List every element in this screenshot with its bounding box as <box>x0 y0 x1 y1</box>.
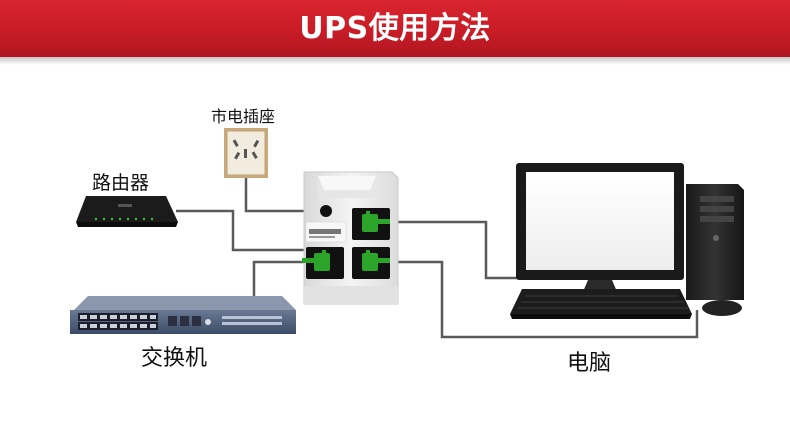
wall-outlet-icon <box>224 128 268 178</box>
network-switch-icon <box>70 296 296 334</box>
page-title: UPS使用方法 <box>299 11 491 46</box>
green-plug-icons <box>302 211 390 271</box>
cable-router-to-ups <box>176 209 316 263</box>
title-banner <box>0 0 790 57</box>
keyboard-icon <box>510 289 692 319</box>
ups-label-sticker <box>305 221 347 243</box>
wall-outlet-label: 市电插座 <box>211 107 276 126</box>
monitor-icon <box>516 163 684 297</box>
cable-switch-to-ups <box>252 260 312 304</box>
pc-tower-icon <box>686 184 744 300</box>
cable-outlet-to-ups <box>244 176 326 213</box>
cable-ups-to-tower <box>390 260 699 339</box>
banner-shadow <box>0 57 790 65</box>
router-icon <box>76 196 178 227</box>
router-label: 路由器 <box>92 172 150 194</box>
cables <box>176 176 699 339</box>
computer-label: 电脑 <box>567 351 612 376</box>
ups-input-port <box>320 205 332 217</box>
mouse-icon <box>702 300 742 316</box>
ups-device-icon <box>302 171 399 305</box>
cable-ups-to-monitor <box>392 220 520 280</box>
switch-label: 交换机 <box>141 346 208 371</box>
